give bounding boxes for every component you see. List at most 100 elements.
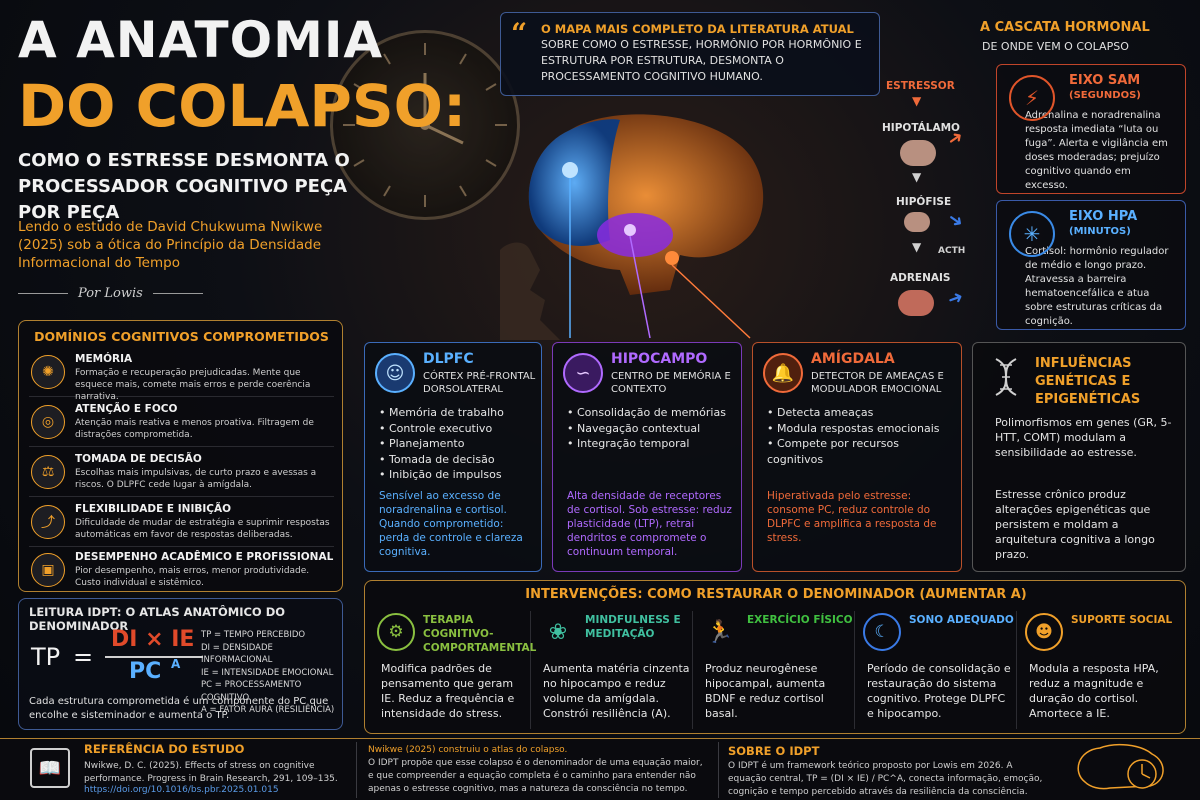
formula-legend: TP = TEMPO PERCEBIDO DI = DENSIDADE INFO… — [201, 629, 342, 717]
scales-icon: ⚖ — [31, 455, 65, 489]
footer — [0, 738, 1200, 800]
domain-desc: Formação e recuperação prejudicadas. Men… — [75, 368, 311, 402]
byline: Por Lowis — [18, 286, 348, 301]
divider — [152, 293, 203, 294]
cognitive-domains-panel: DOMÍNIOS COGNITIVOS COMPROMETIDOS ✺ MEMÓ… — [18, 320, 343, 592]
group-people-icon: ☻ — [1025, 613, 1063, 651]
legend-item: DI = DENSIDADE INFORMACIONAL — [201, 642, 273, 666]
dlpfc-list: Memória de trabalho Controle executivo P… — [379, 405, 504, 483]
pituitary-icon — [904, 212, 930, 232]
brain-clock-icon — [1077, 743, 1164, 790]
list-item: ⤴ FLEXIBILIDADE E INIBIÇÃO Dificuldade d… — [29, 499, 334, 547]
hippo-note: Alta densidade de receptores de cortisol… — [567, 490, 732, 558]
hpa-axis-card: ✳ EIXO HPA (MINUTOS) Cortisol: hormônio … — [996, 200, 1186, 330]
intervention-item: 🏃 EXERCÍCIO FÍSICO Produz neurogênese hi… — [695, 611, 855, 729]
sam-axis-card: ⚡ EIXO SAM (SEGUNDOS) Adrenalina e norad… — [996, 64, 1186, 194]
briefcase-icon: ▣ — [31, 553, 65, 587]
head-brain-icon: ☺ — [375, 353, 415, 393]
lotus-icon: ❀ — [548, 619, 568, 645]
domain-name: MEMÓRIA — [75, 353, 133, 365]
divider — [356, 742, 357, 798]
hypothalamus-label: HIPOTÁLAMO — [882, 122, 960, 134]
divider — [718, 742, 719, 798]
list-item: ◎ ATENÇÃO E FOCO Atenção mais reativa e … — [29, 399, 334, 447]
intervention-name: TERAPIA COGNITIVO-COMPORTAMENTAL — [423, 614, 537, 654]
sam-title: EIXO SAM — [1069, 73, 1141, 88]
intervention-desc: Produz neurogênese hipocampal, aumenta B… — [705, 662, 826, 720]
pituitary-label: HIPÓFISE — [896, 196, 952, 208]
list-item: Compete por recursos cognitivos — [767, 436, 947, 467]
list-item: Memória de trabalho — [379, 405, 504, 421]
genetics-p1: Polimorfismos em genes (GR, 5-HTT, COMT)… — [995, 416, 1172, 459]
dlpfc-title: DLPFC — [423, 351, 474, 367]
amyg-subtitle: DETECTOR DE AMEAÇAS E MODULADOR EMOCIONA… — [811, 371, 944, 395]
fraction-line — [105, 656, 203, 658]
formula-tp: TP — [31, 643, 61, 671]
stressor-label: ESTRESSOR — [886, 80, 955, 92]
domains-title: DOMÍNIOS COGNITIVOS COMPROMETIDOS — [34, 329, 329, 344]
title-line-2: DO COLAPSO: — [18, 72, 467, 140]
quote-line: PROCESSAMENTO COGNITIVO HUMANO. — [541, 70, 763, 83]
formula-denominator: PC — [129, 659, 162, 684]
hippo-subtitle: CENTRO DE MEMÓRIA E CONTEXTO — [611, 371, 731, 395]
reference-link[interactable]: https://doi.org/10.1016/bs.pbr.2025.01.0… — [84, 785, 279, 795]
amyg-title: AMÍGDALA — [811, 351, 895, 367]
intervention-name: EXERCÍCIO FÍSICO — [747, 614, 853, 626]
domain-name: ATENÇÃO E FOCO — [75, 403, 178, 415]
intervention-item: ⚙ TERAPIA COGNITIVO-COMPORTAMENTAL Modif… — [371, 611, 537, 729]
intervention-desc: Aumenta matéria cinzenta no hipocampo e … — [543, 662, 690, 720]
idpt-footnote: Cada estrutura comprometida é um compone… — [29, 696, 329, 721]
list-item: Controle executivo — [379, 421, 504, 437]
interventions-title: INTERVENÇÕES: COMO RESTAURAR O DENOMINAD… — [525, 587, 1027, 602]
intervention-item: ☾ SONO ADEQUADO Período de consolidação … — [857, 611, 1017, 729]
dna-icon — [995, 358, 1017, 396]
genetics-title: INFLUÊNCIAS GENÉTICAS E EPIGENÉTICAS — [1035, 356, 1141, 407]
cascade-title: A CASCATA HORMONAL — [980, 20, 1150, 35]
split-arrow-icon: ⤴ — [31, 505, 65, 539]
intervention-desc: Período de consolidação e restauração do… — [867, 662, 1011, 720]
hypothalamus-icon — [900, 140, 936, 166]
amygdala-card: 🔔 AMÍGDALA DETECTOR DE AMEAÇAS E MODULAD… — [752, 342, 962, 572]
divider — [18, 293, 68, 294]
byline-text: Por Lowis — [78, 286, 143, 301]
cascade-subtitle: DE ONDE VEM O COLAPSO — [982, 40, 1129, 53]
lightning-icon: ⚡ — [1009, 75, 1055, 121]
open-book-icon: 📖 — [30, 748, 70, 788]
domain-desc: Atenção mais reativa e menos proativa. F… — [75, 418, 314, 440]
intervention-item: ❀ MINDFULNESS E MEDITAÇÃO Aumenta matéri… — [533, 611, 693, 729]
acth-label: ACTH — [938, 246, 966, 256]
network-icon: ✳ — [1009, 211, 1055, 257]
brain-icon: ✺ — [31, 355, 65, 389]
dlpfc-card: ☺ DLPFC CÓRTEX PRÉ-FRONTAL DORSOLATERAL … — [364, 342, 542, 572]
footer-middle-text: O IDPT propõe que esse colapso é o denom… — [368, 758, 703, 794]
sam-desc: Adrenalina e noradrenalina resposta imed… — [1025, 110, 1168, 191]
footer-middle-highlight: Nwikwe (2025) construiu o atlas do colap… — [368, 745, 568, 755]
domain-desc: Dificuldade de mudar de estratégia e sup… — [75, 518, 330, 540]
list-item: Detecta ameaças — [767, 405, 947, 421]
quote-mark-icon: “ — [511, 17, 528, 50]
clock-face-icon — [343, 43, 507, 207]
hippo-title: HIPOCAMPO — [611, 351, 708, 367]
list-item: Modula respostas emocionais — [767, 421, 947, 437]
alarm-bell-icon: 🔔 — [763, 353, 803, 393]
intervention-name: SUPORTE SOCIAL — [1071, 614, 1173, 626]
intervention-name: MINDFULNESS E MEDITAÇÃO — [585, 614, 681, 640]
formula: TP = DI × IE PC A — [29, 627, 209, 687]
list-item: ⚖ TOMADA DE DECISÃO Escolhas mais impuls… — [29, 449, 334, 497]
list-item: Navegação contextual — [567, 421, 726, 437]
formula-numerator: DI × IE — [111, 627, 195, 652]
footer-middle: Nwikwe (2025) construiu o atlas do colap… — [368, 744, 708, 796]
about-title: SOBRE O IDPT — [728, 744, 820, 758]
arrow-down-icon: ▼ — [912, 94, 922, 108]
quote-line: ESTRUTURA POR ESTRUTURA, DESMONTA O — [541, 54, 784, 67]
formula-equals: = — [73, 643, 94, 671]
sam-time: (SEGUNDOS) — [1069, 90, 1141, 101]
genetics-card: INFLUÊNCIAS GENÉTICAS E EPIGENÉTICAS Pol… — [972, 342, 1186, 572]
list-item: ▣ DESEMPENHO ACADÊMICO E PROFISSIONAL Pi… — [29, 547, 334, 595]
amyg-list: Detecta ameaças Modula respostas emocion… — [767, 405, 947, 467]
brain-illustration — [500, 114, 764, 340]
domain-desc: Pior desempenho, mais erros, menor produ… — [75, 566, 310, 588]
about-text: O IDPT é um framework teórico proposto p… — [728, 761, 1043, 797]
clock-illustration — [330, 30, 520, 220]
domain-name: TOMADA DE DECISÃO — [75, 453, 202, 465]
